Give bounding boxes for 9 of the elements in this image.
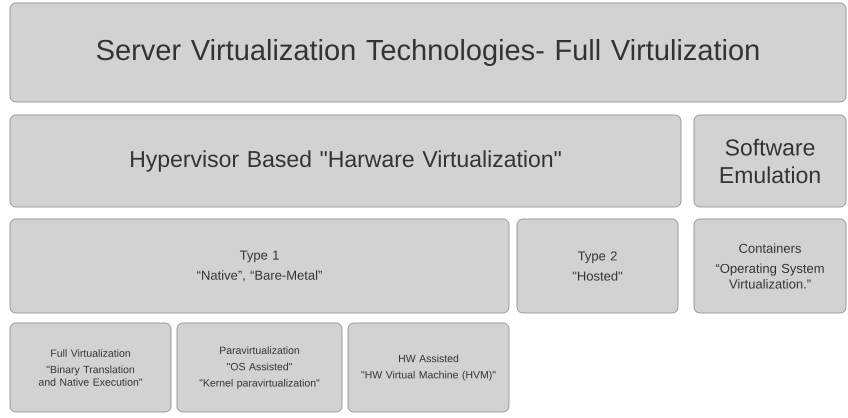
category-box: Software Emulation bbox=[694, 114, 846, 208]
type-box: Type 2 "Hosted" bbox=[516, 218, 678, 314]
technique-box: HW Assisted "HW Virtual Machine (HVM)" bbox=[348, 322, 510, 412]
title-box: Server Virtualization Technologies- Full Virtulization bbox=[10, 2, 846, 102]
type-box: Type 1 “Native”, “Bare-Metal” bbox=[10, 218, 510, 314]
type-box: Containers “Operating System Virtualization.” bbox=[694, 218, 846, 314]
category-box: Hypervisor Based "Harware Virtualization" bbox=[10, 114, 682, 208]
technique-box: Paravirtualization "OS Assisted" "Kernel paravirtualization" bbox=[176, 322, 342, 412]
technique-box: Full Virtualization "Binary Translation and Native Execution" bbox=[10, 322, 172, 412]
